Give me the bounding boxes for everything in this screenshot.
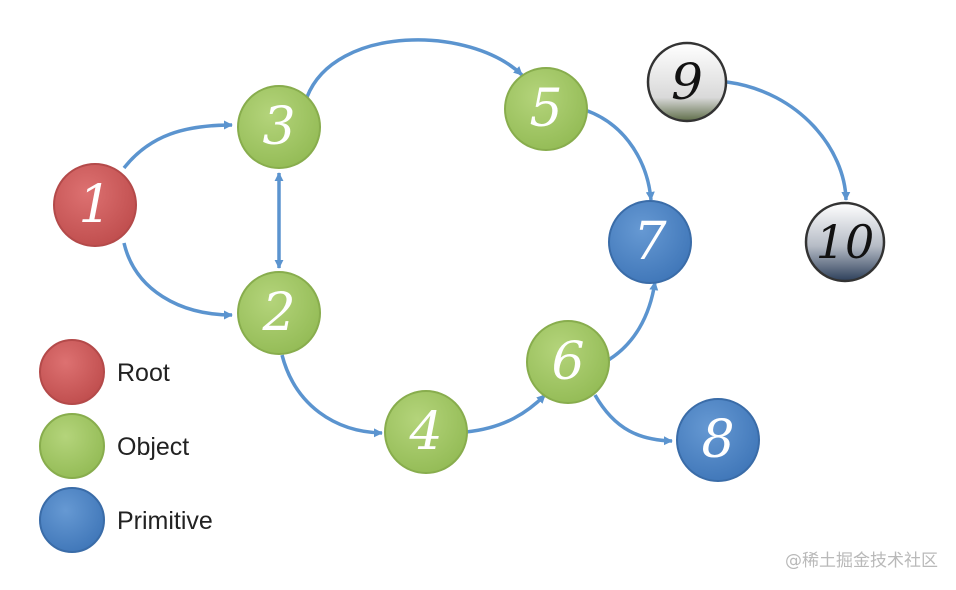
node-7: 7 [608, 200, 692, 284]
legend-label-root: Root [117, 359, 170, 387]
legend-item-object: Object [39, 413, 189, 479]
node-10: 10 [804, 201, 886, 283]
legend-swatch-object [39, 413, 105, 479]
node-label: 10 [816, 215, 875, 269]
edge-6-to-7 [604, 281, 659, 364]
edge-1-to-3 [122, 120, 233, 170]
node-label: 8 [701, 410, 734, 470]
node-label: 6 [551, 332, 584, 392]
node-label: 5 [529, 79, 562, 139]
node-5: 5 [504, 67, 588, 151]
legend-item-primitive: Primitive [39, 487, 213, 553]
node-label: 7 [633, 212, 667, 272]
node-label: 1 [78, 175, 111, 235]
node-4: 4 [384, 390, 468, 474]
node-label: 3 [262, 97, 295, 157]
edge-9-to-10 [726, 80, 851, 201]
node-3: 3 [237, 85, 321, 169]
watermark: @稀土掘金技术社区 [785, 551, 938, 571]
node-label: 4 [408, 402, 442, 462]
node-2: 2 [237, 271, 321, 355]
node-8: 8 [676, 398, 760, 482]
legend: Root Object Primitive [39, 339, 213, 553]
edge-5-to-7 [584, 108, 655, 201]
edge-2-to-4 [280, 354, 383, 438]
legend-label-object: Object [117, 433, 189, 461]
legend-swatch-primitive [39, 487, 105, 553]
node-6: 6 [526, 320, 610, 404]
edge-3-to-5 [305, 38, 524, 98]
legend-swatch-root [39, 339, 105, 405]
legend-item-root: Root [39, 339, 170, 405]
node-1: 1 [53, 163, 137, 247]
edge-1-to-2 [122, 242, 233, 320]
edge-6-to-8 [593, 394, 673, 446]
node-9: 9 [646, 41, 728, 123]
node-label: 2 [261, 283, 295, 343]
node-label: 9 [671, 53, 703, 111]
legend-label-primitive: Primitive [117, 507, 213, 535]
edge-4-to-6 [465, 393, 547, 434]
